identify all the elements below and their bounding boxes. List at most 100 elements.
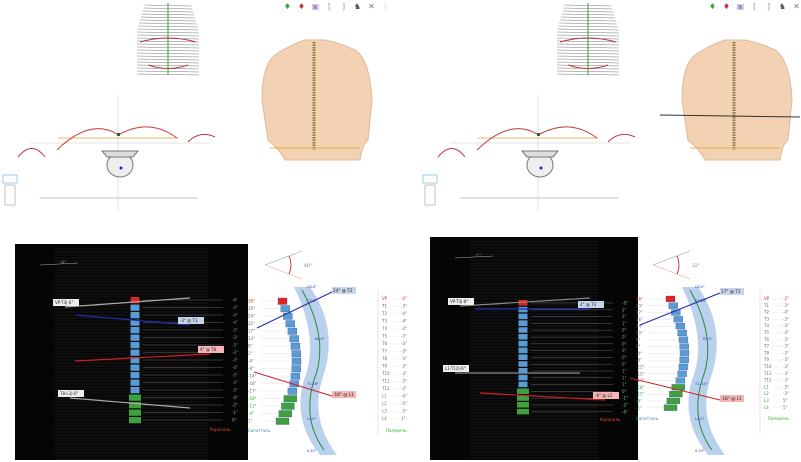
vertebra-marker[interactable]: [518, 368, 528, 374]
sagittal-vertebra[interactable]: [666, 397, 680, 404]
vertebra-marker[interactable]: [130, 387, 140, 394]
sagittal-vertebra[interactable]: [291, 365, 301, 373]
sagittal-vertebra[interactable]: [289, 380, 299, 388]
vertebra-transverse-view[interactable]: [437, 95, 636, 210]
vertebra-marker[interactable]: [129, 417, 141, 424]
sagittal-vertebra[interactable]: [278, 410, 292, 418]
grid-icon[interactable]: ⋮: [381, 2, 390, 11]
sagittal-vertebra[interactable]: [280, 305, 290, 313]
vertebra-marker[interactable]: [130, 379, 140, 386]
vertebra-marker[interactable]: [518, 374, 528, 381]
body-orientation-icon[interactable]: [422, 174, 438, 206]
sagittal-vertebra[interactable]: [677, 370, 687, 377]
sagittal-vertebra[interactable]: [289, 335, 299, 343]
vertebra-marker[interactable]: [130, 312, 140, 319]
sagittal-vertebra[interactable]: [663, 404, 678, 411]
coronal-scan-panel[interactable]: -8°2°2°1°0°0°0°0°0°0°1°1°1°0°-1°-2°-6°-1…: [430, 237, 638, 460]
sagittal-vertebra[interactable]: [673, 316, 683, 323]
vertebra-marker[interactable]: [129, 402, 141, 409]
sagittal-vertebra[interactable]: [675, 377, 686, 384]
vertebra-marker[interactable]: [130, 297, 140, 304]
vertebra-marker[interactable]: [518, 354, 528, 360]
red-spine-icon[interactable]: ♦: [722, 2, 731, 11]
coronal-value: 1°: [622, 369, 627, 374]
vertebra-marker[interactable]: [518, 381, 528, 388]
sagittal-value: -4°: [248, 411, 254, 416]
vertebra-marker[interactable]: [517, 395, 529, 401]
sagittal-panel[interactable]: 40°16°19°24°22°17°13°8°2°-4°-8°-14°-16°-…: [248, 250, 356, 455]
green-spine-icon[interactable]: ♦: [283, 2, 292, 11]
vertebra-marker[interactable]: [518, 340, 528, 347]
sagittal-vertebra[interactable]: [281, 402, 295, 410]
vertebra-marker[interactable]: [130, 349, 140, 356]
back-scan-3d[interactable]: [556, 3, 620, 76]
torso-3d-model[interactable]: [659, 39, 801, 161]
red-spine-icon[interactable]: ♦: [297, 2, 306, 11]
sagittal-vertebra[interactable]: [291, 357, 302, 365]
coronal-value: -1°: [232, 410, 238, 415]
coronal-value: -4°: [232, 395, 238, 400]
frame-icon[interactable]: ▣: [736, 2, 745, 11]
vertebra-marker[interactable]: [517, 408, 529, 415]
vertebra-marker[interactable]: [130, 364, 140, 371]
vertebra-marker[interactable]: [129, 394, 141, 401]
vertebra-marker[interactable]: [130, 342, 140, 349]
expand-icon[interactable]: ✕: [793, 2, 800, 11]
sagittal-panel[interactable]: 32°16°13°17°16°14°10°5°0°-4°-8°-12°-15°-…: [629, 250, 744, 455]
back-scan-3d[interactable]: [136, 3, 200, 76]
vertebra-marker[interactable]: [130, 357, 140, 364]
vertebra-marker[interactable]: [518, 300, 528, 306]
sagittal-vertebra[interactable]: [665, 295, 676, 302]
vertebra-marker[interactable]: [518, 361, 528, 367]
bracket-icon[interactable]: [: [327, 2, 332, 11]
sagittal-vertebra[interactable]: [678, 363, 689, 370]
coronal-value: -2°: [622, 403, 628, 408]
vertebra-transverse-view[interactable]: [17, 95, 216, 210]
sagittal-vertebra[interactable]: [277, 297, 288, 305]
coronal-value: -3°: [232, 335, 238, 340]
sagittal-vertebra[interactable]: [283, 312, 293, 320]
torso-3d-model[interactable]: [261, 39, 373, 161]
sagittal-vertebra[interactable]: [675, 323, 686, 330]
dog-icon[interactable]: ♞: [353, 2, 362, 11]
bracket2-icon[interactable]: ]: [341, 2, 346, 11]
sagittal-vertebra[interactable]: [283, 395, 297, 403]
body-orientation-icon[interactable]: [2, 174, 18, 206]
vertebra-marker[interactable]: [518, 334, 528, 340]
sagittal-vertebra[interactable]: [679, 357, 689, 364]
expand-icon[interactable]: ✕: [368, 2, 375, 11]
sagittal-vertebra[interactable]: [275, 417, 290, 425]
sagittal-vertebra[interactable]: [678, 336, 689, 343]
vertebra-marker[interactable]: [130, 319, 140, 326]
sagittal-vertebra[interactable]: [290, 342, 301, 350]
vertebra-marker[interactable]: [517, 388, 529, 394]
sagittal-vertebra[interactable]: [679, 350, 690, 357]
sagittal-vertebra[interactable]: [290, 372, 301, 380]
vertebra-marker[interactable]: [518, 327, 528, 333]
sagittal-vertebra[interactable]: [291, 350, 301, 358]
vertebra-marker[interactable]: [518, 320, 528, 326]
vertebra-marker[interactable]: [130, 327, 140, 334]
frame-icon[interactable]: ▣: [311, 2, 320, 11]
vertebra-marker[interactable]: [518, 313, 528, 320]
sagittal-vertebra[interactable]: [668, 302, 678, 309]
transverse-level: T3: [381, 319, 387, 324]
sagittal-vertebra[interactable]: [285, 320, 295, 328]
sagittal-vertebra[interactable]: [287, 387, 298, 395]
vertebra-marker[interactable]: [129, 409, 141, 416]
transverse-value: -4°: [401, 394, 407, 399]
dog-icon[interactable]: ♞: [778, 2, 787, 11]
sagittal-vertebra[interactable]: [679, 343, 689, 350]
sagittal-vertebra[interactable]: [677, 329, 687, 336]
bracket2-icon[interactable]: ]: [766, 2, 771, 11]
sagittal-vertebra[interactable]: [669, 391, 683, 398]
vertebra-marker[interactable]: [130, 372, 140, 379]
vertebra-marker[interactable]: [130, 304, 140, 311]
vertebra-marker[interactable]: [517, 402, 529, 408]
green-spine-icon[interactable]: ♦: [708, 2, 717, 11]
coronal-scan-panel[interactable]: -6°-3°-4°-4°-3°-3°-3°-3°-3°-4°-5°-5°-5°-…: [15, 244, 248, 460]
vertebra-marker[interactable]: [130, 334, 140, 341]
vertebra-marker[interactable]: [518, 347, 528, 354]
bracket-icon[interactable]: [: [752, 2, 757, 11]
sagittal-vertebra[interactable]: [287, 327, 298, 335]
